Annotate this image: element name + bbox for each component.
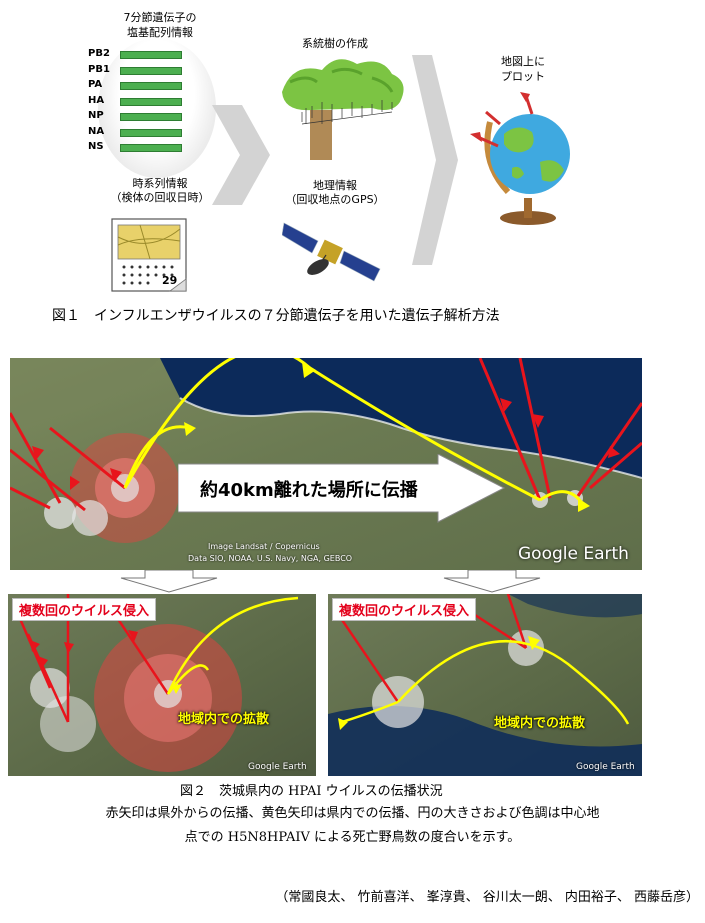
segment-row: PB2 [88, 48, 218, 62]
big-arrow-icon [178, 454, 506, 523]
google-earth-logo: Google Earth [518, 544, 629, 564]
arrows-layer [10, 358, 642, 512]
time-subtitle: （検体の回収日時） [110, 191, 210, 204]
segment-label: NP [88, 110, 104, 121]
tree-title: 系統樹の作成 [302, 37, 368, 50]
sequence-title: 7分節遺伝子の 塩基配列情報 [123, 11, 197, 39]
figure-2-caption-line1: 赤矢印は県外からの伝播、黄色矢印は県内での伝播、円の大きさおよび色調は中心地 [105, 806, 600, 821]
left-map: 複数回のウイルス侵入 地域内での拡散 Google Earth [8, 594, 316, 776]
figure-1-caption: 図１ インフルエンザウイルスの７分節遺伝子を用いた遺伝子解析方法 [52, 308, 500, 324]
geo-subtitle: （回収地点のGPS） [285, 193, 385, 206]
left-map-layer [16, 594, 299, 772]
segment-row: NA [88, 126, 218, 140]
right-callout-spread: 地域内での拡散 [494, 716, 586, 731]
right-map: 複数回のウイルス侵入 地域内での拡散 Google Earth [328, 594, 642, 776]
attribution-1: Image Landsat / Copernicus [208, 542, 320, 551]
segment-bar [120, 51, 182, 59]
chevron-arrow-icon [412, 55, 458, 265]
segment-label: HA [88, 94, 105, 106]
segment-label: NA [88, 125, 105, 137]
segment-bar [120, 66, 182, 75]
right-map-layer [328, 594, 642, 776]
left-callout-spread: 地域内での拡散 [178, 712, 270, 727]
geo-title: 地理情報 [313, 179, 357, 192]
right-callout-intrusion: 複数回のウイルス侵入 [332, 598, 477, 621]
calendar-day: 29 [162, 274, 178, 287]
satellite-icon [282, 222, 381, 282]
segment-label: PA [88, 79, 103, 90]
segment-row: PB1 [88, 64, 218, 78]
segment-label: PB2 [88, 48, 110, 59]
tree-icon [282, 59, 404, 160]
attribution-2: Data SIO, NOAA, U.S. Navy, NGA, GEBCO [188, 554, 353, 563]
left-google-earth: Google Earth [248, 762, 307, 772]
segment-row: PA [88, 79, 218, 93]
segment-bar [120, 97, 182, 106]
segment-label: NS [88, 141, 104, 152]
chevron-arrow-icon [212, 105, 270, 205]
right-google-earth: Google Earth [576, 762, 635, 772]
segment-bar [120, 128, 182, 137]
time-title: 時系列情報 [132, 177, 188, 190]
segment-row: NS [88, 141, 218, 155]
segment-label: PB1 [88, 63, 110, 75]
down-arrow-right-icon [443, 570, 541, 593]
down-arrow-left-icon [120, 570, 218, 593]
calendar-icon [111, 218, 187, 292]
left-callout-intrusion: 複数回のウイルス侵入 [12, 598, 157, 621]
authors: （常國良太、 竹前喜洋、 峯淳貴、 谷川太一朗、 内田裕子、 西藤岳彦） [275, 890, 699, 905]
segment-bar [120, 144, 182, 152]
figure-2-caption-title: 図２ 茨城県内の HPAI ウイルスの伝播状況 [180, 784, 443, 799]
main-arrow-text: 約40km離れた場所に伝播 [200, 480, 418, 501]
segment-row: HA [88, 95, 218, 109]
plot-title: 地図上に プロット [501, 55, 545, 83]
globe-icon [470, 92, 570, 225]
segment-bar [120, 113, 182, 121]
segment-bar [120, 82, 182, 90]
sequence-ellipse [98, 38, 216, 178]
main-map: 約40km離れた場所に伝播 Image Landsat / Copernicus… [10, 358, 642, 570]
segment-row: NP [88, 110, 218, 124]
figure-2-caption-line2: 点での H5N8HPAIV による死亡野鳥数の度合いを示す。 [184, 830, 521, 845]
